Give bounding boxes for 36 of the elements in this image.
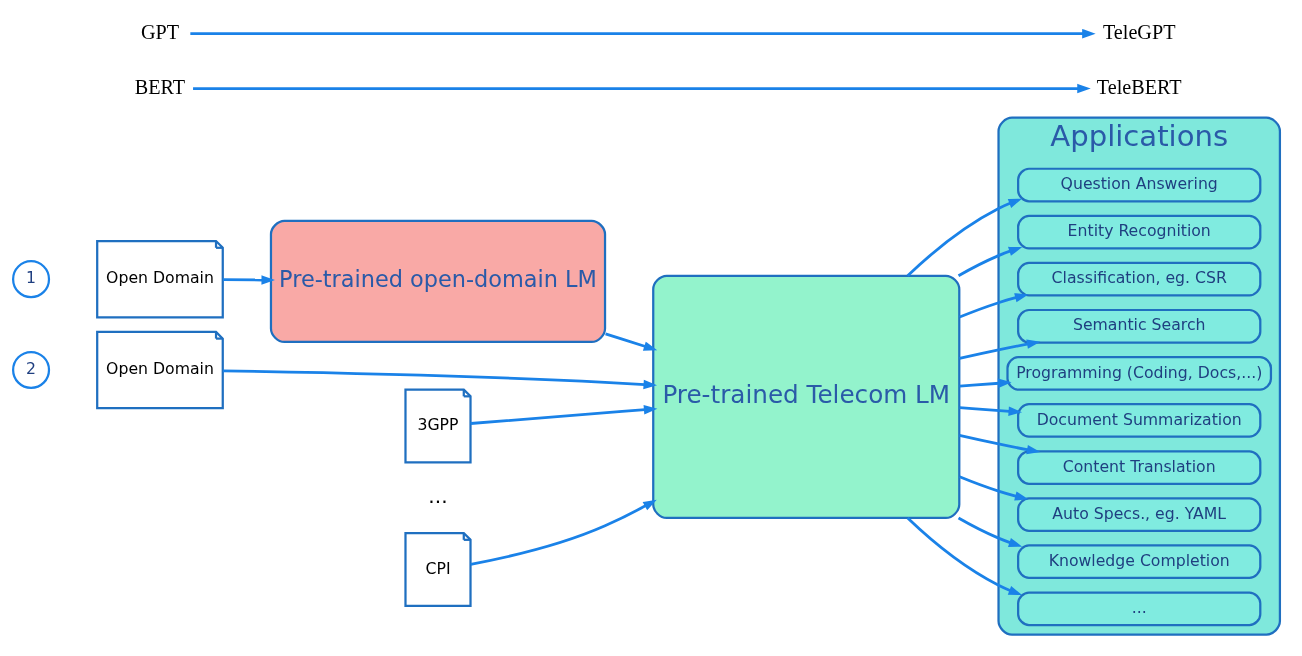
node-box: Question Answering xyxy=(1017,167,1262,202)
arrow xyxy=(959,292,1029,318)
arrow xyxy=(223,274,275,285)
node-text: TeleBERT xyxy=(1096,75,1182,98)
arrow xyxy=(959,474,1029,501)
arrow xyxy=(906,516,1023,595)
label: ... xyxy=(428,483,448,508)
arrow xyxy=(193,83,1091,93)
node-box: Classification, eg. CSR xyxy=(1017,261,1262,297)
arrow xyxy=(470,499,657,566)
node-circle: 1 xyxy=(12,259,51,298)
arrow xyxy=(957,516,1023,547)
arrow xyxy=(959,405,1023,416)
node-box: Knowledge Completion xyxy=(1017,543,1262,579)
arrow xyxy=(959,378,1012,388)
node-box: Entity Recognition xyxy=(1017,214,1262,249)
node-circle: 2 xyxy=(12,350,51,389)
node-box: Pre-trained Telecom LM xyxy=(652,274,961,519)
arrow xyxy=(470,404,658,425)
arrow xyxy=(190,28,1096,38)
node-text: TeleGPT xyxy=(1102,20,1176,43)
arrow xyxy=(957,246,1023,277)
node-text: GPT xyxy=(140,20,180,43)
arrow xyxy=(959,433,1041,454)
node-box: Programming (Coding, Docs,...) xyxy=(1006,355,1273,391)
arrow xyxy=(906,198,1023,277)
arrow xyxy=(222,368,657,389)
arrow xyxy=(605,332,658,351)
node-box: Document Summarization xyxy=(1017,402,1262,438)
arrow xyxy=(959,339,1041,360)
node-box: Content Translation xyxy=(1017,449,1262,485)
node-box: ... xyxy=(1017,590,1262,626)
node-text: BERT xyxy=(134,75,186,98)
node-box: Auto Specs., eg. YAML xyxy=(1017,496,1262,532)
node-box: Semantic Search xyxy=(1017,308,1262,344)
node-box: Pre-trained open-domain LM xyxy=(269,219,607,343)
